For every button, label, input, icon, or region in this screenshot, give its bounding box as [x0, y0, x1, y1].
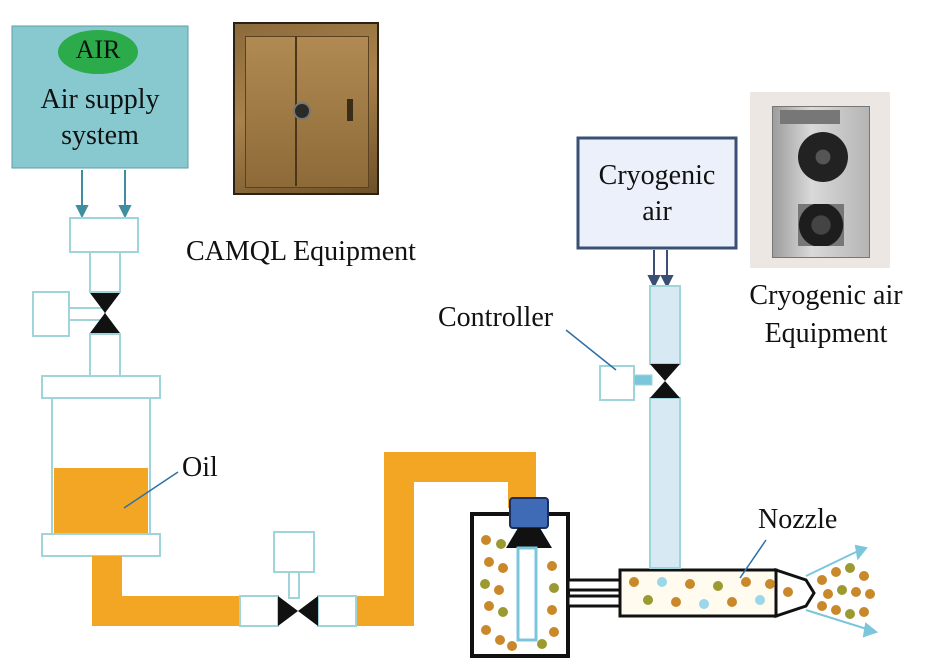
spray-droplets [817, 563, 875, 619]
air-badge [58, 30, 138, 74]
oil-pipeline [92, 452, 536, 626]
controller-leader-line [565, 329, 617, 371]
cryo-feed-arrows [647, 250, 674, 289]
camql-cabinet-photo [233, 22, 379, 195]
cryo-valve-icon [650, 364, 680, 398]
oil-valve-controller [273, 531, 315, 573]
mixing-tube [516, 546, 538, 642]
oil-leader-line [123, 471, 179, 509]
cryo-controller-box [599, 365, 635, 401]
cryogenic-air-box [576, 136, 738, 250]
camql-equipment-label: CAMQL Equipment [186, 236, 416, 267]
spray-arrows [805, 544, 879, 638]
cryogenic-box-line2: air [642, 196, 672, 227]
left-controller-stem [68, 307, 106, 321]
oil-fill [54, 468, 148, 534]
cryogenic-air-unit-photo [750, 92, 890, 268]
nozzle-tip [774, 567, 816, 619]
air-supply-line2: system [61, 120, 139, 151]
nozzle-head-block [509, 497, 549, 529]
left-valve-icon [90, 293, 120, 333]
left-controller-box [32, 291, 70, 337]
oil-line-coupler-right [317, 595, 357, 627]
air-supply-line [69, 217, 139, 377]
controller-label: Controller [438, 302, 554, 333]
air-badge-label: AIR [75, 35, 121, 64]
air-supply-line1: Air supply [40, 84, 160, 115]
oil-line-coupler-left [239, 595, 279, 627]
cryo-line-lower [649, 397, 681, 569]
cryogenic-box-line1: Cryogenic [598, 160, 716, 191]
nozzle-head-cone [506, 528, 552, 548]
nozzle-label: Nozzle [758, 504, 838, 535]
cryogenic-equipment-line1: Cryogenic air [749, 280, 903, 311]
chamber-droplets [480, 535, 559, 651]
link-pipe-upper [566, 578, 622, 592]
link-pipe-lower [566, 594, 622, 608]
nozzle-droplets [629, 577, 793, 609]
cryo-line-upper [649, 285, 681, 365]
cryogenic-equipment-line2: Equipment [764, 318, 888, 349]
oil-label: Oil [182, 452, 218, 483]
cryo-controller-stem [633, 374, 653, 386]
air-feed-arrows [75, 170, 132, 219]
oil-valve-icon [278, 596, 318, 626]
oil-valve-stem [288, 571, 300, 599]
nozzle-tube [618, 568, 778, 618]
reservoir-top-cap [41, 375, 161, 399]
reservoir-bottom-cap [41, 533, 161, 557]
nozzle-leader-line [739, 539, 767, 579]
